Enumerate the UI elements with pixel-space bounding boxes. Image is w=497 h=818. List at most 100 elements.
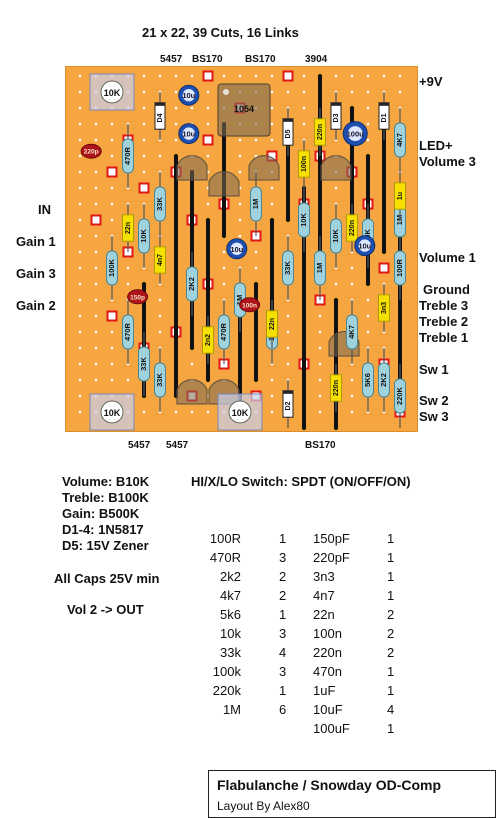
strip-hole [302,106,306,110]
bom-right-value: 10uF [313,702,343,717]
bom-right-qty: 2 [387,607,395,622]
bom-left-qty: 6 [279,702,287,717]
strip-hole [94,234,98,238]
left-label-gain1: Gain 1 [16,234,56,249]
bottom-label: 5457 [128,440,151,451]
strip-hole [222,266,226,270]
strip-hole [142,170,146,174]
strip-hole [286,346,290,350]
strip-hole [398,90,402,94]
track-cut [282,70,294,82]
strip-hole [366,122,370,126]
bom-left-value: 5k6 [220,607,241,622]
bom-right-qty: 4 [387,702,395,717]
track-cut [90,214,102,226]
bom-right-qty: 1 [387,721,395,736]
resistor-label: 100R [395,258,404,277]
bom-right-value: 4n7 [313,588,335,603]
bom-left-value: 100k [212,664,241,679]
ceramic-cap-label: 100n [242,302,257,309]
strip-hole [254,138,258,142]
credit-author: Layout By Alex80 [217,799,310,813]
strip-hole [270,106,274,110]
ceramic-capacitor [239,297,261,313]
film-capacitor [378,294,390,322]
strip-hole [190,362,194,366]
bom-left-qty: 3 [279,550,287,565]
spec-treble: Treble: B100K [62,490,149,505]
resistor [314,250,326,286]
electrolytic-top [182,127,195,140]
strip-hole [270,410,274,414]
strip-hole [174,410,178,414]
strip-hole [126,282,130,286]
resistor-label: 470R [123,322,132,341]
strip-hole [302,90,306,94]
strip-hole [94,298,98,302]
resistor-label: 100K [107,258,116,277]
strip-hole [78,186,82,190]
bom-right-value: 22n [313,607,335,622]
strip-hole [350,90,354,94]
strip-hole [94,122,98,126]
bom-right-qty: 1 [387,664,395,679]
resistor-label: 33K [139,357,148,371]
strip-hole [94,362,98,366]
spec-caps: All Caps 25V min [54,571,160,586]
pot-knob [100,400,124,424]
strip-hole [158,74,162,78]
bom-left-value: 100R [209,531,241,546]
strip-hole [206,106,210,110]
transistor [208,171,240,197]
strip-hole [78,314,82,318]
strip-hole [142,410,146,414]
switch-spec: HI/X/LO Switch: SPDT (ON/OFF/ON) [191,474,411,489]
diode-band [155,102,165,106]
strip-hole [78,202,82,206]
right-label: LED+ [419,138,453,153]
bom-right-qty: 1 [387,550,395,565]
resistor [378,362,390,398]
diode-band [379,102,389,106]
resistor [282,250,294,286]
strip-hole [94,330,98,334]
strip-hole [318,394,322,398]
strip-hole [382,74,386,78]
left-label-in: IN [38,202,51,217]
spec-gain: Gain: B500K [62,506,140,521]
strip-hole [110,138,114,142]
bom-left-qty: 1 [279,531,287,546]
strip-hole [110,362,114,366]
strip-hole [78,378,82,382]
strip-hole [334,282,338,286]
strip-hole [270,90,274,94]
strip-hole [78,266,82,270]
spec-volume: Volume: B10K [62,474,150,489]
film-cap-label: 220n [317,124,324,140]
strip-hole [350,282,354,286]
strip-hole [142,154,146,158]
strip-hole [110,154,114,158]
pot-label: 10K [104,408,121,418]
bom-left-qty: 1 [279,607,287,622]
ceramic-capacitor [80,143,102,159]
track-cut [106,310,118,322]
strip-hole [238,202,242,206]
strip-hole [254,250,258,254]
credit-title: Flabulanche / Snowday OD-Comp [217,777,442,793]
strip-hole [158,314,162,318]
electrolytic-label: 10u [182,91,195,100]
right-label: Sw 3 [419,409,449,424]
resistor-label: 5K6 [363,373,372,387]
transistor [320,155,352,181]
resistor-label: 10K [331,229,340,243]
bom-left-value: 4k7 [220,588,241,603]
strip-hole [94,282,98,286]
film-capacitor [298,150,310,178]
strip-hole [254,266,258,270]
strip-hole [206,154,210,158]
resistor-label: 4K7 [395,133,404,147]
strip-hole [286,314,290,318]
electrolytic-label: 10u [230,245,243,254]
electrolytic-label: 100u [347,130,365,139]
